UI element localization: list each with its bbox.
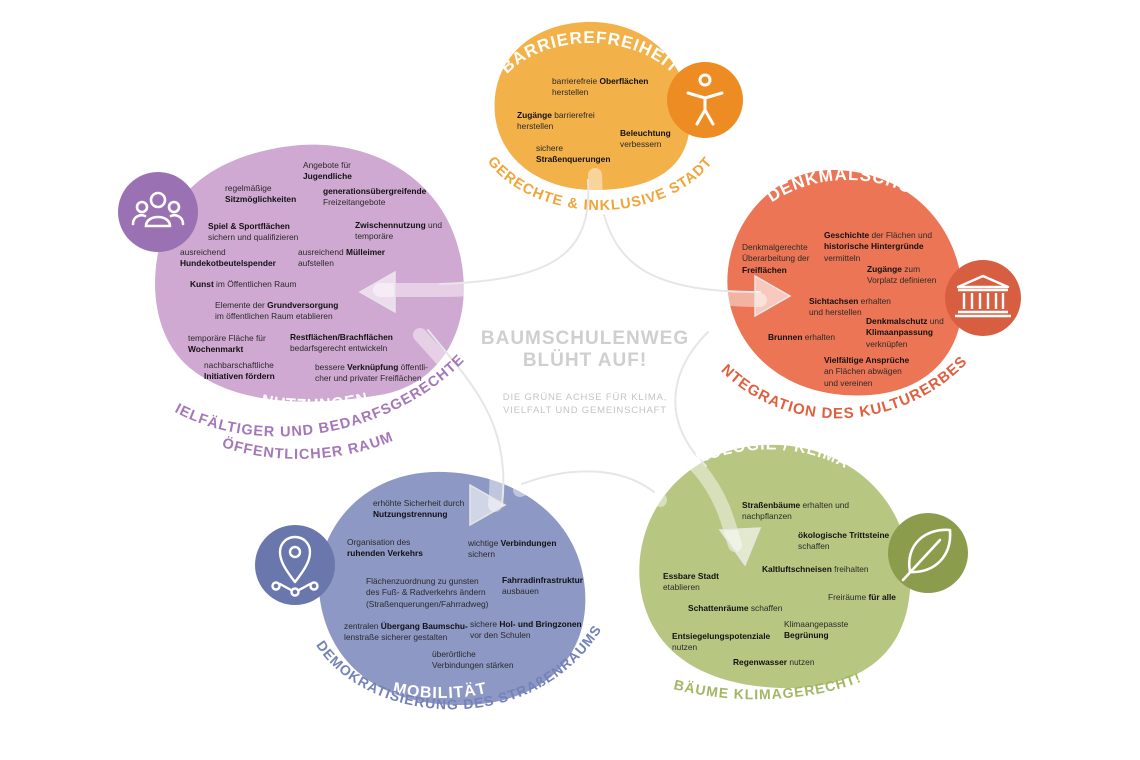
list-item: Brunnen erhalten: [768, 332, 836, 342]
center-title: BAUMSCHULENWEG BLÜHT AUF!: [470, 328, 700, 372]
center-subtitle-line2: VIELFALT UND GEMEINSCHAFT: [503, 404, 667, 416]
accessibility-person-icon: [667, 62, 743, 138]
connection-arrows: [373, 168, 767, 552]
mobilitaet-blob: [318, 471, 586, 705]
leaf-icon: [888, 513, 968, 593]
barriere-blob: [494, 21, 690, 191]
list-item: Regenwasser nutzen: [733, 657, 815, 667]
mobilitaet-title: MOBILITÄT: [391, 680, 488, 702]
people-group-icon: [118, 172, 198, 252]
list-item: sichere Straßenquerungen: [536, 143, 611, 165]
arrow-heads: [358, 270, 792, 567]
list-item: Kunst im Öffentlichen Raum: [190, 279, 297, 289]
center-subtitle-line1: DIE GRÜNE ACHSE FÜR KLIMA,: [502, 392, 668, 403]
list-item: Zugänge barrierefrei herstellen: [517, 110, 595, 132]
center-subtitle: DIE GRÜNE ACHSE FÜR KLIMA, VIELFALT UND …: [470, 392, 700, 418]
oekologie-blob: [639, 444, 911, 689]
denkmal-blob: [727, 169, 963, 396]
location-pin-network-icon: [255, 525, 335, 605]
center-title-line2: BLÜHT AUF!: [522, 349, 648, 371]
list-item: Beleuchtung verbessern: [620, 128, 671, 150]
nutzungen-title: NUTZUNGEN: [260, 390, 370, 414]
list-item: barrierefreie Oberflächen herstellen: [552, 76, 649, 98]
list-item: Schattenräume schaffen: [688, 603, 783, 613]
monument-building-icon: [945, 260, 1021, 336]
list-item: Kaltluftschneisen freihalten: [762, 564, 869, 574]
list-item: zentralen Übergang Baumschu-lenstraße si…: [344, 621, 468, 643]
connection-arrows-outline: [427, 179, 761, 506]
list-item: Freiräume für alle: [828, 592, 896, 602]
nutzungen-blob: [155, 144, 464, 402]
list-item: bessere Verknüpfung öffentli-cher und pr…: [315, 362, 428, 384]
center-title-line1: BAUMSCHULENWEG: [480, 328, 690, 349]
